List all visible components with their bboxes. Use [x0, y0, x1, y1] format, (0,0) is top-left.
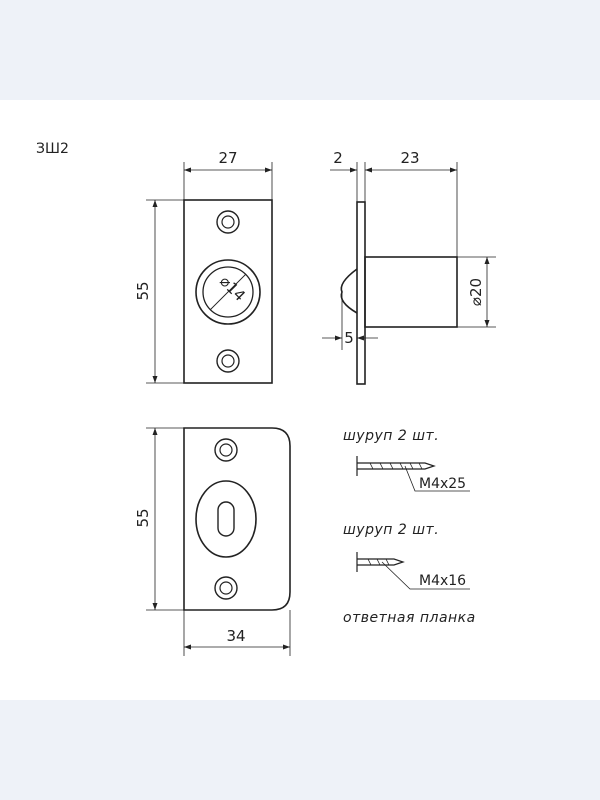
latch-ball-opening — [195, 259, 261, 325]
screw-m4x16-icon — [356, 552, 470, 590]
screw-hole-bottom — [216, 349, 240, 373]
dim-hole-diameter: ⌀14 — [216, 272, 249, 305]
dim-barrel-diameter: ⌀20 — [467, 278, 485, 306]
side-view — [322, 162, 496, 385]
dim-strike-height: 55 — [134, 508, 152, 527]
latch-ball — [340, 268, 358, 314]
dim-front-width: 27 — [218, 149, 237, 167]
strike-opening — [195, 480, 257, 558]
screw-hole-top — [216, 210, 240, 234]
dim-barrel-length: 23 — [400, 149, 419, 167]
barrel — [364, 256, 458, 328]
strike-screw-hole-top — [214, 438, 238, 462]
front-view — [146, 162, 273, 384]
front-plate — [183, 199, 273, 384]
strike-plate-outline — [183, 427, 291, 611]
screw2-size: М4х16 — [419, 573, 466, 589]
strike-plate-view — [146, 427, 291, 656]
drawing-sheet — [0, 100, 600, 700]
screw2-label: шуруп 2 шт. — [343, 522, 439, 538]
model-code: ЗШ2 — [36, 141, 69, 157]
screw-m4x25-icon — [356, 456, 470, 492]
dim-front-height: 55 — [134, 281, 152, 300]
dim-plate-thickness: 2 — [333, 149, 343, 167]
screw1-label: шуруп 2 шт. — [343, 428, 439, 444]
strike-plate-label: ответная планка — [343, 610, 476, 626]
side-plate — [356, 201, 366, 385]
strike-screw-hole-bottom — [214, 576, 238, 600]
dim-ball-protrusion: 5 — [344, 329, 354, 347]
screw1-size: М4х25 — [419, 476, 466, 492]
dim-strike-width: 34 — [226, 627, 245, 645]
